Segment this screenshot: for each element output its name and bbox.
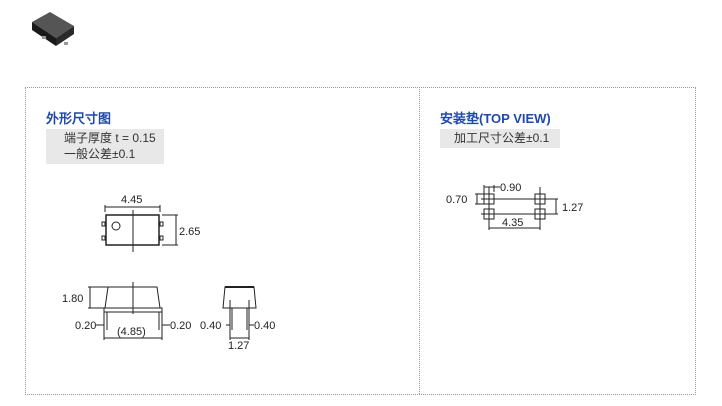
end-right-label: 0.40 (254, 320, 275, 332)
terminal-thickness-note: 端子厚度 t = 0.15 (64, 131, 156, 145)
top-width-label: 4.45 (121, 194, 142, 206)
outline-drawing: 4.45 2.65 1.80 0.20 (4.85) 0.20 0.40 0.4… (62, 194, 275, 352)
top-height-label: 2.65 (179, 226, 200, 238)
pad-pitch-label: 1.27 (562, 202, 583, 214)
length-label: (4.85) (117, 326, 146, 338)
product-image (32, 12, 74, 46)
side-height-label: 1.80 (62, 293, 83, 305)
lead-right-label: 0.20 (170, 320, 191, 332)
pad-width-label: 0.90 (500, 182, 521, 194)
pad-height-label: 0.70 (446, 194, 467, 206)
dimensions-note: 端子厚度 t = 0.15 一般公差±0.1 (46, 129, 164, 164)
pad-layout-drawing: 0.90 0.70 1.27 4.35 (446, 182, 583, 230)
pitch-label: 1.27 (228, 340, 249, 352)
pad-tolerance-note: 加工尺寸公差±0.1 (440, 129, 560, 148)
pad-span-label: 4.35 (502, 217, 523, 229)
tolerance-note: 一般公差±0.1 (64, 147, 136, 161)
dimensions-title: 外形尺寸图 (46, 111, 112, 126)
panel-divider (419, 87, 420, 394)
spec-panel (25, 87, 696, 395)
pad-layout-title: 安装垫(TOP VIEW) (440, 111, 551, 126)
lead-left-label: 0.20 (75, 320, 96, 332)
end-left-label: 0.40 (200, 320, 221, 332)
